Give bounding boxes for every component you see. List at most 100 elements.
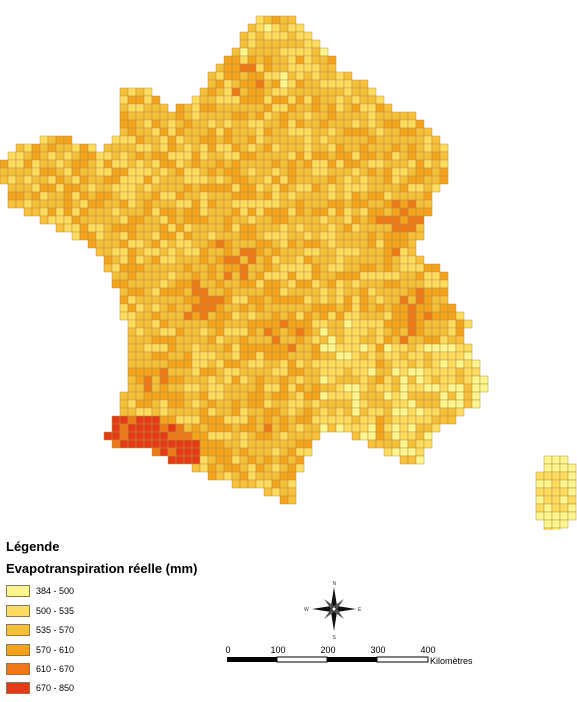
map-cell <box>287 55 297 65</box>
map-cell <box>199 255 209 265</box>
map-cell <box>247 151 257 161</box>
map-cell <box>207 247 217 257</box>
map-cell <box>351 367 361 377</box>
map-cell <box>359 79 369 89</box>
map-cell <box>127 263 137 273</box>
map-cell <box>303 359 313 369</box>
map-cell <box>319 71 329 81</box>
map-cell <box>63 167 73 177</box>
map-cell <box>391 127 401 137</box>
map-cell <box>391 247 401 257</box>
map-cell <box>287 455 297 465</box>
map-cell <box>391 119 401 129</box>
map-cell <box>255 455 265 465</box>
map-cell <box>143 127 153 137</box>
map-cell <box>295 135 305 145</box>
map-cell <box>223 359 233 369</box>
map-cell <box>311 167 321 177</box>
map-cell <box>543 519 553 529</box>
map-cell <box>343 175 353 185</box>
map-cell <box>351 263 361 273</box>
map-cell <box>151 407 161 417</box>
map-cell <box>127 399 137 409</box>
map-cell <box>303 399 313 409</box>
map-cell <box>175 287 185 297</box>
map-cell <box>47 191 57 201</box>
map-cell <box>415 231 425 241</box>
map-cell <box>303 63 313 73</box>
map-cell <box>175 415 185 425</box>
map-cell <box>335 183 345 193</box>
map-cell <box>279 151 289 161</box>
map-cell <box>127 391 137 401</box>
map-cell <box>135 311 145 321</box>
map-cell <box>79 167 89 177</box>
map-cell <box>63 143 73 153</box>
map-cell <box>319 47 329 57</box>
map-cell <box>319 319 329 329</box>
map-cell <box>431 415 441 425</box>
map-cell <box>95 167 105 177</box>
map-cell <box>135 439 145 449</box>
map-cell <box>79 207 89 217</box>
map-cell <box>271 31 281 41</box>
map-cell <box>399 151 409 161</box>
map-cell <box>167 375 177 385</box>
map-cell <box>7 159 17 169</box>
map-cell <box>191 383 201 393</box>
map-cell <box>303 231 313 241</box>
map-cell <box>247 239 257 249</box>
map-cell <box>247 263 257 273</box>
map-cell <box>407 359 417 369</box>
map-cell <box>375 263 385 273</box>
map-cell <box>447 415 457 425</box>
map-cell <box>367 239 377 249</box>
map-cell <box>215 311 225 321</box>
map-cell <box>543 463 553 473</box>
map-cell <box>407 303 417 313</box>
map-cell <box>311 319 321 329</box>
map-cell <box>479 375 489 385</box>
map-cell <box>335 351 345 361</box>
map-cell <box>359 87 369 97</box>
map-cell <box>135 143 145 153</box>
map-cell <box>255 31 265 41</box>
map-cell <box>375 351 385 361</box>
map-cell <box>239 471 249 481</box>
map-cell <box>191 127 201 137</box>
map-cell <box>247 415 257 425</box>
map-cell <box>287 47 297 57</box>
map-cell <box>207 183 217 193</box>
map-cell <box>95 247 105 257</box>
map-cell <box>303 103 313 113</box>
map-cell <box>279 239 289 249</box>
map-cell <box>327 167 337 177</box>
map-cell <box>391 439 401 449</box>
map-cell <box>199 231 209 241</box>
map-cell <box>127 111 137 121</box>
map-cell <box>119 391 129 401</box>
map-cell <box>255 391 265 401</box>
map-cell <box>127 223 137 233</box>
map-cell <box>383 199 393 209</box>
map-cell <box>191 367 201 377</box>
map-cell <box>303 191 313 201</box>
map-cell <box>87 215 97 225</box>
map-cell <box>327 335 337 345</box>
map-cell <box>247 47 257 57</box>
map-cell <box>175 319 185 329</box>
map-cell <box>319 367 329 377</box>
map-cell <box>335 263 345 273</box>
map-cell <box>367 359 377 369</box>
map-cell <box>207 103 217 113</box>
map-cell <box>335 407 345 417</box>
map-cell <box>167 111 177 121</box>
map-cell <box>191 119 201 129</box>
map-cell <box>231 319 241 329</box>
map-cell <box>95 151 105 161</box>
map-cell <box>319 239 329 249</box>
map-cell <box>135 343 145 353</box>
map-cell <box>447 407 457 417</box>
map-cell <box>367 223 377 233</box>
map-cell <box>143 199 153 209</box>
